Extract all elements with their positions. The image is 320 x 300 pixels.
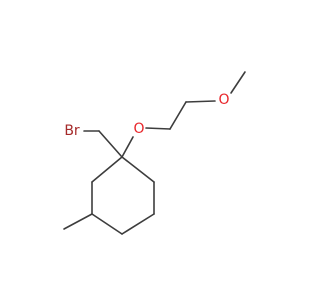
bond-o-ch2 (145, 127, 171, 130)
atom-oxygen-methoxy-label: O (218, 92, 229, 108)
bond-ring-c6-c1 (121, 156, 155, 183)
bond-c1-o (121, 136, 134, 158)
bond-ring-c4-c5 (121, 213, 155, 235)
bond-ring-c1-c2 (91, 156, 123, 183)
atom-oxygen-ether-label: O (133, 121, 144, 137)
bond-ch2-o (185, 100, 216, 103)
molecule-canvas: Br O O (63, 71, 246, 235)
structure-drawing: Br O O (63, 71, 246, 235)
bond-o-ch3 (230, 71, 246, 94)
atom-bromine-label: Br (64, 123, 80, 139)
bond-ring-c3-c4 (91, 213, 123, 235)
bond-ch2-ch2 (169, 101, 187, 130)
bond-c1-ch2 (98, 130, 123, 158)
bond-methyl (63, 213, 93, 230)
